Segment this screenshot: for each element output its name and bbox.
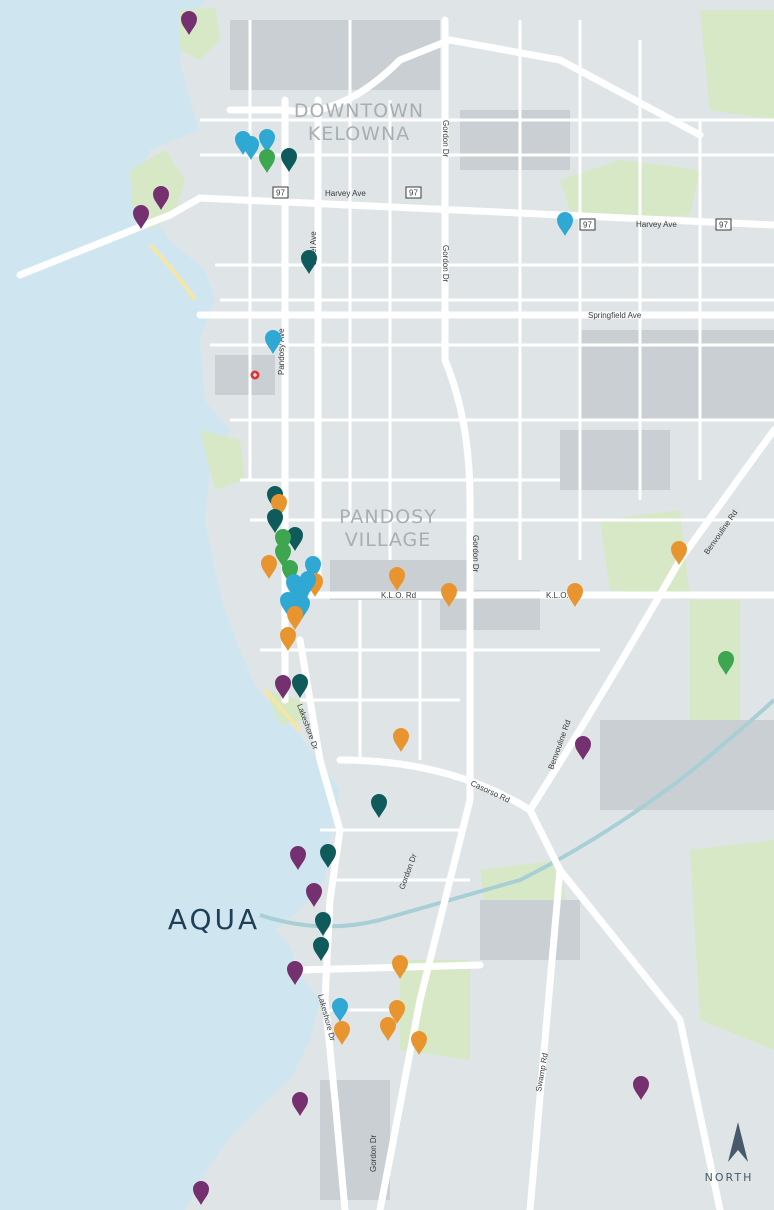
map-marker-purple[interactable]: [290, 846, 306, 870]
map-marker-teal[interactable]: [320, 844, 336, 868]
highway-number: 97: [276, 189, 285, 198]
road-label-klo-east: K.L.O. Rd: [546, 591, 581, 600]
map-marker-orange[interactable]: [392, 955, 408, 979]
map-marker-purple[interactable]: [292, 1092, 308, 1116]
road-label-harvey: Harvey Ave: [325, 189, 366, 198]
map-marker-blue[interactable]: [235, 131, 251, 155]
map-marker-teal[interactable]: [301, 250, 317, 274]
highway-number: 97: [719, 221, 728, 230]
map-marker-purple[interactable]: [275, 675, 291, 699]
map-marker-orange[interactable]: [393, 728, 409, 752]
map-marker-teal[interactable]: [281, 148, 297, 172]
road-label-gordon-2: Gordon Dr: [441, 245, 450, 283]
road-label-pandosy: Pandosy Ave: [277, 328, 286, 375]
highway-shield: 97: [272, 186, 289, 199]
map-marker-purple[interactable]: [633, 1076, 649, 1100]
road-label-gordon-3: Gordon Dr: [471, 535, 480, 573]
road-label-springfield: Springfield Ave: [588, 311, 642, 320]
map-marker-blue[interactable]: [293, 583, 309, 607]
map-marker-teal[interactable]: [313, 937, 329, 961]
map-marker-green[interactable]: [275, 529, 291, 553]
map-markers: [133, 11, 734, 1205]
map-marker-teal[interactable]: [292, 674, 308, 698]
map-marker-orange[interactable]: [261, 555, 277, 579]
map-marker-purple[interactable]: [181, 11, 197, 35]
map-marker-purple[interactable]: [193, 1181, 209, 1205]
map-marker-purple[interactable]: [575, 736, 591, 760]
kelowna-label: KELOWNA: [308, 123, 410, 145]
map-marker-purple[interactable]: [306, 883, 322, 907]
project-label: AQUA: [168, 903, 260, 936]
map-marker-blue[interactable]: [259, 129, 275, 153]
beach: [148, 243, 302, 732]
village-label: VILLAGE: [345, 529, 432, 551]
map-marker-orange[interactable]: [411, 1031, 427, 1055]
map-marker-blue[interactable]: [294, 595, 310, 619]
map-marker-blue[interactable]: [286, 574, 302, 598]
map-marker-blue[interactable]: [243, 136, 259, 160]
highway-shield: 97: [715, 218, 732, 231]
road-label-gordon-1: Gordon Dr: [441, 120, 450, 158]
map-marker-orange[interactable]: [380, 1017, 396, 1041]
map-marker-blue[interactable]: [557, 212, 573, 236]
north-label: NORTH: [705, 1171, 754, 1184]
map-marker-teal[interactable]: [371, 794, 387, 818]
map-marker-teal[interactable]: [287, 527, 303, 551]
map-marker-teal[interactable]: [315, 912, 331, 936]
map-marker-orange[interactable]: [334, 1021, 350, 1045]
north-arrow: NORTH: [705, 1122, 754, 1184]
map-marker-orange[interactable]: [441, 583, 457, 607]
street-grid: [200, 20, 774, 1012]
road-label-gordon-5: Gordon Dr: [369, 1134, 378, 1172]
map-marker-blue[interactable]: [332, 998, 348, 1022]
map-marker-green[interactable]: [259, 149, 275, 173]
map-marker-blue[interactable]: [300, 571, 316, 595]
map-marker-teal[interactable]: [267, 509, 283, 533]
highway-shield: 97: [579, 218, 596, 231]
map-marker-orange[interactable]: [389, 1000, 405, 1024]
map-marker-blue[interactable]: [305, 556, 321, 580]
road-label-harvey-east: Harvey Ave: [636, 220, 677, 229]
map-marker-orange[interactable]: [567, 583, 583, 607]
road-label-ethel: Ethel Ave: [309, 231, 318, 265]
map-marker-blue[interactable]: [280, 592, 296, 616]
road-label-klo: K.L.O. Rd: [381, 591, 416, 600]
pandosy-label: PANDOSY: [339, 506, 437, 528]
highway-number: 97: [409, 189, 418, 198]
highway-number: 97: [583, 221, 592, 230]
map-marker-blue[interactable]: [265, 330, 281, 354]
mission-creek: [259, 698, 774, 929]
map-marker-green[interactable]: [282, 560, 298, 584]
map-marker-purple[interactable]: [153, 186, 169, 210]
highway-shields: 97 97 97 97: [272, 186, 732, 231]
map-marker-green[interactable]: [275, 543, 291, 567]
highway-shield: 97: [405, 186, 422, 199]
map-marker-purple[interactable]: [133, 205, 149, 229]
map-marker-orange[interactable]: [389, 567, 405, 591]
map-marker-green[interactable]: [718, 651, 734, 675]
north-arrow-icon: [728, 1122, 748, 1162]
map-marker-orange[interactable]: [280, 627, 296, 651]
map-marker-orange[interactable]: [271, 494, 287, 518]
map-marker-orange[interactable]: [671, 541, 687, 565]
map-marker-purple[interactable]: [287, 961, 303, 985]
map-marker-orange[interactable]: [287, 606, 303, 630]
hospital-icon: [250, 370, 260, 380]
downtown-label: DOWNTOWN: [294, 100, 424, 122]
